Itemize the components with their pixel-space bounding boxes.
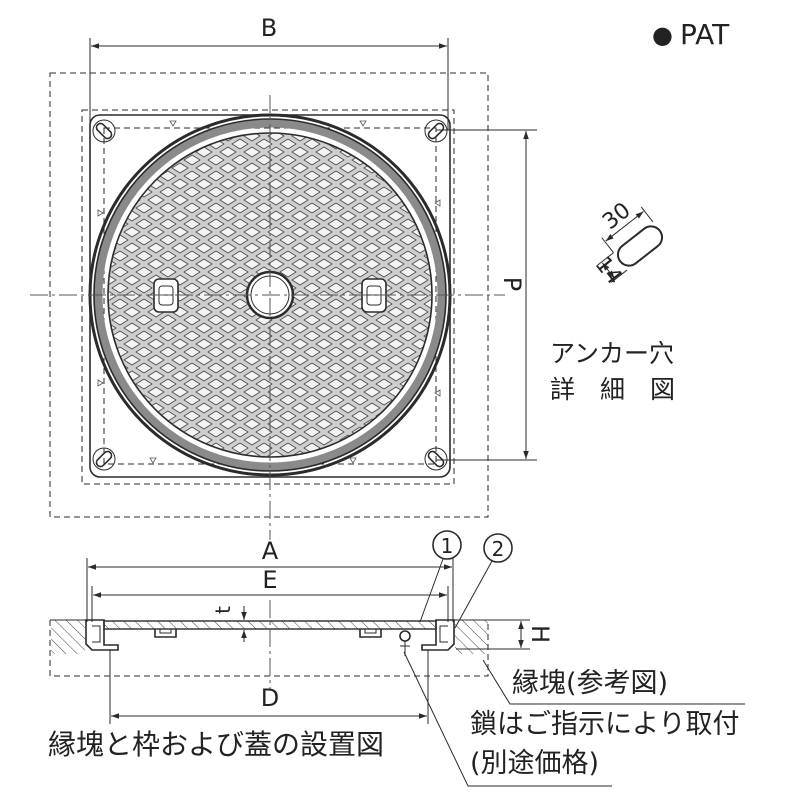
- frame-flange-outline: [81, 109, 455, 485]
- installation-title: 縁塊と枠および蓋の設置図: [48, 728, 384, 761]
- dimension-t-label: t: [211, 606, 235, 614]
- pat-bullet: ●: [652, 21, 673, 49]
- detail-length-label: 30: [598, 198, 635, 235]
- dimension-p-label: P: [498, 277, 526, 291]
- dimension-b-label: B: [261, 14, 277, 42]
- edge-block-label: 縁塊(参考図): [512, 668, 668, 699]
- chain-note-line1: 鎖はご指示により取付: [470, 709, 739, 740]
- anchor-hole-bottom-right: [424, 447, 448, 471]
- callout-2: 2: [454, 533, 513, 629]
- dimension-h-label: H: [526, 625, 554, 643]
- dimension-d-label: D: [261, 684, 279, 712]
- frame-section-right-inner: [439, 625, 448, 643]
- edge-block-hatch-right: [455, 620, 488, 654]
- chain-note-line2: (別途価格): [470, 748, 599, 779]
- dimension-t: t: [211, 606, 247, 642]
- plan-view: [30, 72, 505, 540]
- cover-lug-left: [154, 629, 177, 638]
- anchor-hole-top-right: [424, 119, 448, 143]
- callout-1: 1: [419, 530, 462, 623]
- callout-1-label: 1: [441, 534, 454, 558]
- dimension-b: B: [89, 14, 449, 130]
- anchor-hole-bottom-left: [92, 447, 116, 471]
- dimension-h: H: [456, 619, 554, 650]
- cover-lug-right: [359, 629, 382, 638]
- dimension-p: P: [436, 129, 537, 461]
- dimension-a-label: A: [262, 537, 279, 565]
- callout-2-label: 2: [492, 537, 505, 561]
- anchor-hole-detail: 30 14: [590, 198, 664, 290]
- frame-section-left-inner: [92, 625, 101, 643]
- chain-fixture: [399, 630, 411, 656]
- pat-label: PAT: [680, 18, 730, 51]
- dimension-e-label: E: [262, 566, 277, 594]
- dimension-e: E: [91, 566, 449, 622]
- anchor-hole-top-left: [92, 119, 116, 143]
- alignment-marks: [97, 120, 441, 464]
- product-code: ● PAT: [652, 18, 730, 51]
- edge-block-hatch-left: [51, 620, 85, 654]
- detail-title-line1: アンカー穴: [550, 339, 674, 368]
- section-view: [49, 600, 489, 690]
- edge-block-note: 縁塊(参考図): [482, 659, 745, 705]
- detail-title-line2: 詳 細 図: [550, 375, 675, 404]
- dimension-a: A: [86, 537, 454, 622]
- dimension-d: D: [109, 650, 429, 724]
- chain-note: 鎖はご指示により取付 (別途価格): [403, 651, 739, 787]
